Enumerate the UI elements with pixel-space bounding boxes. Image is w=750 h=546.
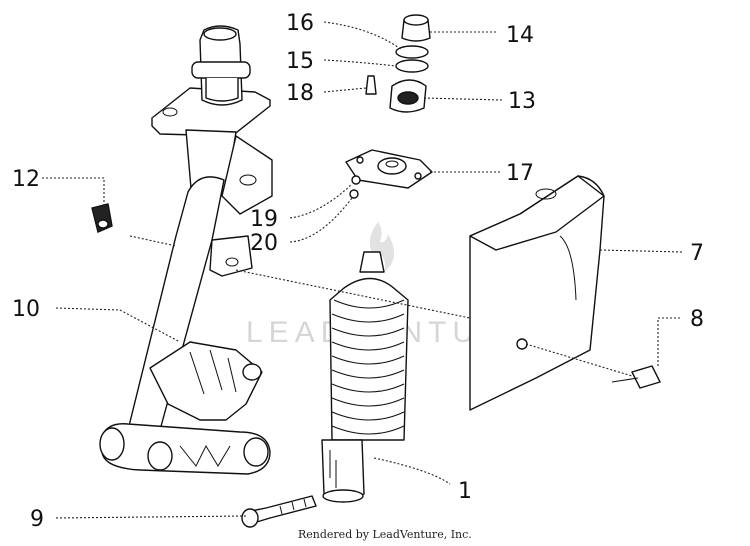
callout-18: 18 xyxy=(286,81,314,106)
part-clip[interactable] xyxy=(91,203,113,233)
part-nut-19[interactable] xyxy=(351,175,361,185)
credit-text: Rendered by LeadVenture, Inc. xyxy=(298,528,472,541)
part-screw-8[interactable] xyxy=(611,365,661,389)
callout-8: 8 xyxy=(690,307,704,332)
part-top-stack[interactable] xyxy=(365,14,431,113)
part-mount-plate[interactable] xyxy=(345,149,433,189)
part-bolt-9[interactable] xyxy=(241,495,317,528)
leader-lines xyxy=(42,21,683,519)
callout-12: 12 xyxy=(12,167,40,192)
part-fork-cover[interactable] xyxy=(469,175,605,411)
callout-1: 1 xyxy=(458,479,472,504)
callout-labels: 1 7 8 9 10 12 13 14 15 16 17 18 19 20 xyxy=(12,11,704,532)
callout-15: 15 xyxy=(286,49,314,74)
callout-16: 16 xyxy=(286,11,314,36)
callout-20: 20 xyxy=(250,231,278,256)
callout-10: 10 xyxy=(12,297,40,322)
part-washer-20[interactable] xyxy=(349,189,359,199)
callout-19: 19 xyxy=(250,207,278,232)
callout-9: 9 xyxy=(30,507,44,532)
part-shock-absorber[interactable] xyxy=(321,251,409,503)
callout-17: 17 xyxy=(506,161,534,186)
bellows-ribs xyxy=(331,299,405,435)
callout-14: 14 xyxy=(506,23,534,48)
flame-logo-icon xyxy=(369,222,395,272)
part-fork-assembly[interactable] xyxy=(99,25,273,475)
callout-13: 13 xyxy=(508,89,536,114)
callout-7: 7 xyxy=(690,241,704,266)
